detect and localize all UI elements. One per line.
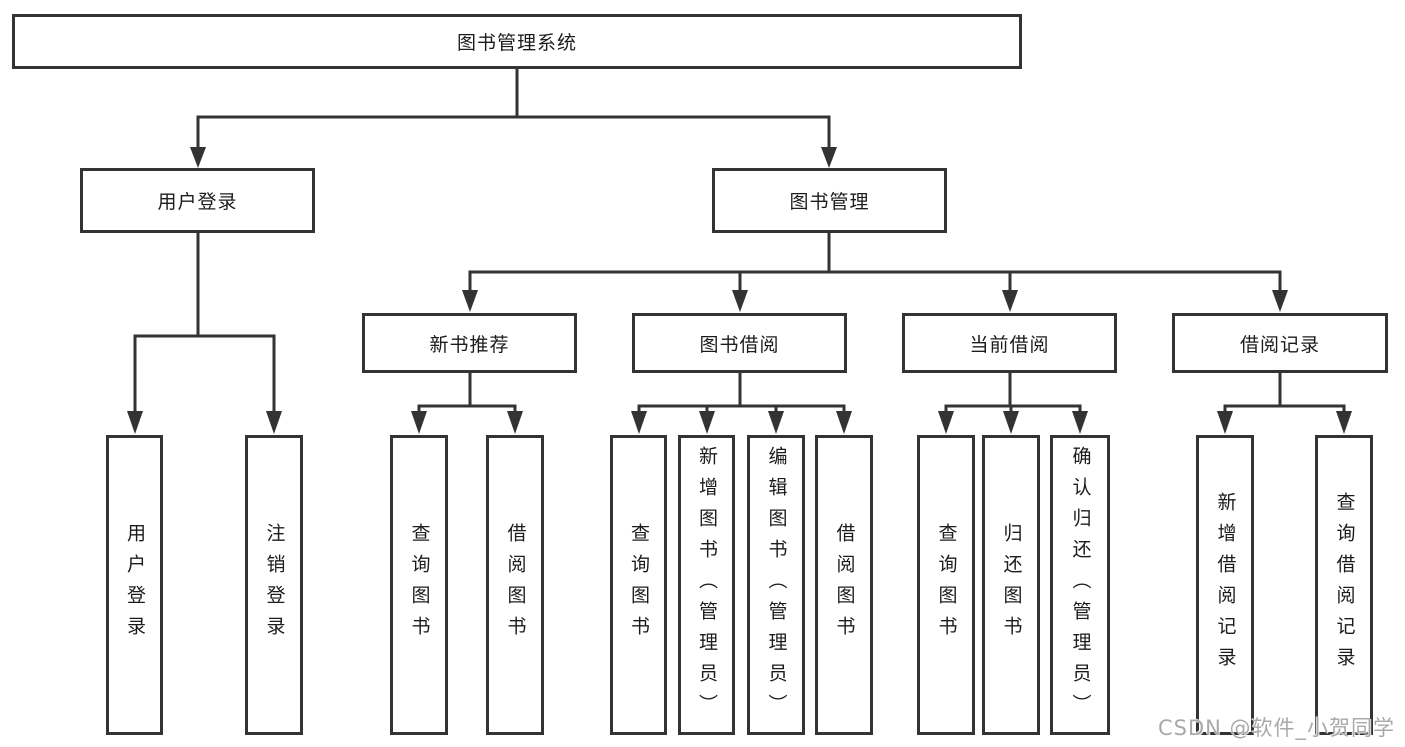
node-book-management-label: 图书管理 bbox=[789, 191, 870, 213]
node-root-system: 图书管理系统 bbox=[12, 14, 1022, 69]
leaf-edit-book-admin: 编辑图书（管理员） bbox=[747, 435, 805, 735]
node-user-login-label: 用户登录 bbox=[157, 191, 238, 213]
leaf-borrow-query-books: 查询图书 bbox=[610, 435, 667, 735]
leaf-add-borrow-record: 新增借阅记录 bbox=[1196, 435, 1254, 735]
leaf-recommend-borrow-books-label: 借阅图书 bbox=[504, 523, 527, 647]
leaf-add-book-admin-label: 新增图书（管理员） bbox=[696, 445, 718, 725]
leaf-user-login-label: 用户登录 bbox=[124, 523, 146, 647]
leaf-recommend-query-books-label: 查询图书 bbox=[408, 523, 431, 647]
leaf-query-borrow-record-label: 查询借阅记录 bbox=[1333, 492, 1356, 678]
leaf-logout: 注销登录 bbox=[245, 435, 303, 735]
leaf-borrow-query-books-label: 查询图书 bbox=[628, 523, 650, 647]
node-new-book-recommend-label: 新书推荐 bbox=[429, 333, 510, 356]
node-book-borrow: 图书借阅 bbox=[632, 313, 847, 373]
node-new-book-recommend: 新书推荐 bbox=[362, 313, 577, 373]
leaf-borrow-books-label: 借阅图书 bbox=[833, 523, 856, 647]
leaf-recommend-query-books: 查询图书 bbox=[390, 435, 448, 735]
node-book-borrow-label: 图书借阅 bbox=[699, 333, 780, 356]
node-current-borrow-label: 当前借阅 bbox=[969, 333, 1050, 356]
leaf-edit-book-admin-label: 编辑图书（管理员） bbox=[765, 445, 788, 725]
node-borrow-records: 借阅记录 bbox=[1172, 313, 1388, 373]
node-user-login: 用户登录 bbox=[80, 168, 315, 233]
node-root-label: 图书管理系统 bbox=[456, 32, 577, 54]
leaf-confirm-return-admin: 确认归还（管理员） bbox=[1050, 435, 1110, 735]
leaf-current-query-books-label: 查询图书 bbox=[935, 523, 958, 647]
leaf-borrow-books: 借阅图书 bbox=[815, 435, 873, 735]
node-borrow-records-label: 借阅记录 bbox=[1239, 333, 1320, 356]
leaf-add-book-admin: 新增图书（管理员） bbox=[678, 435, 735, 735]
leaf-user-login: 用户登录 bbox=[106, 435, 163, 735]
csdn-watermark: CSDN @软件_小贺同学 bbox=[1158, 716, 1396, 740]
node-book-management: 图书管理 bbox=[712, 168, 947, 233]
leaf-recommend-borrow-books: 借阅图书 bbox=[486, 435, 544, 735]
leaf-logout-label: 注销登录 bbox=[263, 523, 286, 647]
leaf-add-borrow-record-label: 新增借阅记录 bbox=[1214, 492, 1237, 678]
node-current-borrow: 当前借阅 bbox=[902, 313, 1117, 373]
leaf-confirm-return-admin-label: 确认归还（管理员） bbox=[1069, 445, 1092, 725]
leaf-query-borrow-record: 查询借阅记录 bbox=[1315, 435, 1373, 735]
leaf-return-books: 归还图书 bbox=[982, 435, 1040, 735]
leaf-return-books-label: 归还图书 bbox=[1000, 523, 1023, 647]
leaf-current-query-books: 查询图书 bbox=[917, 435, 975, 735]
